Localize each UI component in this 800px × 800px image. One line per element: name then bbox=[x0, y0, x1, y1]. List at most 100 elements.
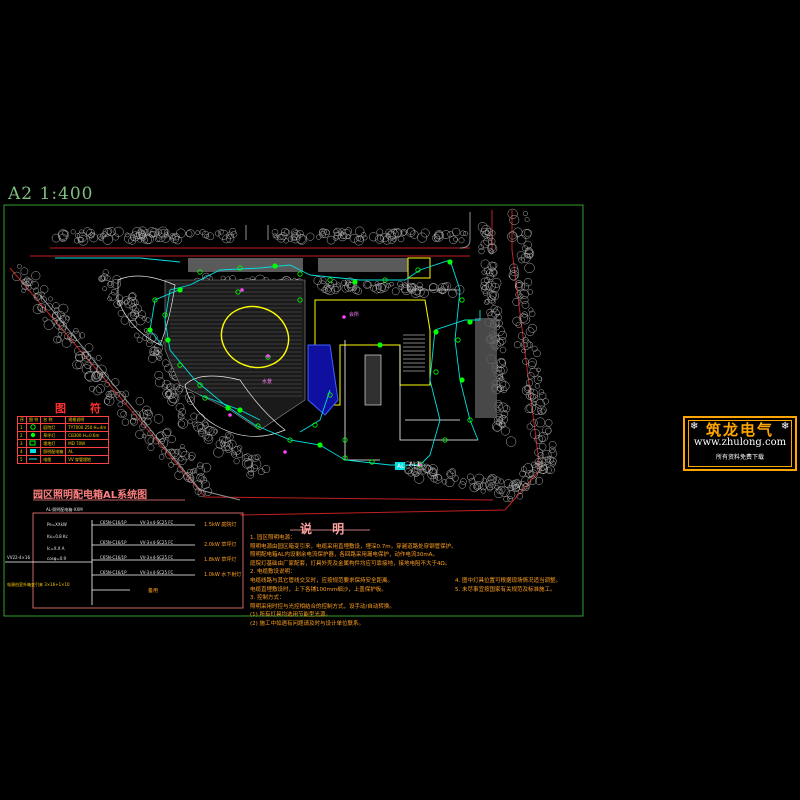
tree bbox=[200, 480, 210, 489]
tree bbox=[498, 337, 507, 345]
tree bbox=[42, 316, 48, 322]
tree bbox=[204, 233, 210, 239]
lamp bbox=[433, 369, 439, 375]
tree bbox=[411, 467, 421, 477]
legend-symbol-garden-lamp bbox=[25, 423, 42, 432]
tree bbox=[444, 477, 455, 488]
tree bbox=[139, 423, 146, 431]
tree bbox=[529, 367, 539, 378]
tree bbox=[319, 277, 327, 285]
marker-point bbox=[228, 413, 232, 417]
tree bbox=[194, 487, 202, 495]
watermark-logo-subtitle: 所有资料免费下载 bbox=[715, 454, 764, 461]
tree bbox=[525, 327, 535, 337]
tree bbox=[518, 481, 528, 491]
parking-area bbox=[475, 318, 497, 418]
feeder-breaker: C65N-C16/1P bbox=[100, 570, 127, 575]
tree bbox=[483, 237, 492, 246]
tree bbox=[489, 268, 498, 277]
tree bbox=[466, 473, 474, 481]
feeder-breaker: C65N-C16/1P bbox=[100, 540, 127, 545]
legend-row: 1 庭院灯 TY7000 250 H=4m bbox=[17, 423, 110, 432]
tree bbox=[410, 282, 417, 289]
tree bbox=[107, 280, 115, 288]
tree bbox=[449, 235, 458, 245]
tree bbox=[170, 235, 177, 241]
tree bbox=[520, 253, 531, 263]
tree bbox=[272, 233, 278, 238]
tree bbox=[124, 232, 130, 238]
tree bbox=[54, 319, 65, 330]
legend-cell: 埋地灯 bbox=[40, 439, 67, 448]
tree bbox=[177, 418, 189, 429]
tree bbox=[516, 235, 527, 245]
tree bbox=[518, 313, 529, 323]
tree bbox=[102, 269, 109, 276]
tree bbox=[20, 279, 26, 285]
tree bbox=[155, 431, 167, 442]
tree bbox=[174, 448, 181, 455]
tree bbox=[283, 229, 291, 236]
tree bbox=[76, 231, 88, 243]
tree bbox=[446, 469, 456, 479]
feeder-load: 1.5kW 庭院灯 bbox=[204, 522, 237, 528]
tree bbox=[355, 226, 365, 236]
tree bbox=[407, 470, 414, 477]
tree bbox=[155, 232, 166, 243]
tree bbox=[490, 299, 496, 305]
tree bbox=[453, 236, 459, 242]
tree bbox=[352, 286, 357, 292]
tree bbox=[477, 222, 488, 232]
tree bbox=[531, 345, 538, 352]
tree bbox=[148, 354, 157, 363]
tree bbox=[251, 454, 259, 462]
tree bbox=[192, 421, 198, 427]
tree bbox=[187, 468, 193, 475]
tree bbox=[218, 229, 224, 235]
note-line: 照明电源由园区箱变引来，电缆采用直埋敷设，埋深0.7m，穿越道路处穿钢管保护。 bbox=[250, 543, 457, 550]
notes-title: 说 明 bbox=[300, 522, 353, 536]
tree bbox=[515, 321, 522, 329]
tree bbox=[518, 256, 525, 264]
tree bbox=[178, 420, 186, 428]
tree bbox=[490, 230, 496, 236]
tree bbox=[124, 233, 135, 244]
tree bbox=[360, 232, 367, 238]
note-line: 电缆线路与其它管线交叉时，应按规范要求保持安全距离。 bbox=[250, 577, 394, 584]
tree bbox=[113, 226, 124, 237]
lamp bbox=[369, 459, 375, 465]
distribution-box bbox=[395, 462, 405, 470]
tree bbox=[52, 302, 60, 310]
tree bbox=[44, 302, 53, 311]
lamp bbox=[382, 277, 388, 283]
tree bbox=[271, 228, 279, 236]
pool bbox=[307, 344, 339, 416]
tree bbox=[534, 383, 540, 389]
legend-cell: CB300 H=0.6m bbox=[65, 431, 110, 440]
tree bbox=[500, 426, 510, 436]
tree bbox=[290, 233, 301, 244]
tree bbox=[549, 457, 557, 465]
tree bbox=[274, 234, 280, 240]
tree bbox=[542, 398, 549, 405]
site-boundary bbox=[9, 267, 494, 501]
watermark-logo-url: www.zhulong.com bbox=[693, 437, 787, 448]
tree bbox=[460, 230, 466, 237]
tree bbox=[41, 296, 47, 303]
tree bbox=[243, 453, 252, 462]
tree bbox=[161, 359, 170, 367]
tree bbox=[57, 332, 63, 337]
building-outline bbox=[399, 345, 478, 441]
tree bbox=[135, 396, 144, 406]
tree bbox=[33, 293, 41, 301]
tree bbox=[122, 296, 131, 305]
system-diagram-title: 园区照明配电箱AL系统图 bbox=[33, 490, 148, 501]
tree bbox=[111, 378, 120, 387]
tree bbox=[171, 457, 179, 465]
tree bbox=[499, 358, 506, 365]
legend-title: 图 符 bbox=[55, 402, 111, 415]
tree bbox=[542, 425, 552, 436]
tree bbox=[534, 435, 544, 444]
tree bbox=[538, 435, 546, 443]
tree bbox=[280, 227, 290, 236]
